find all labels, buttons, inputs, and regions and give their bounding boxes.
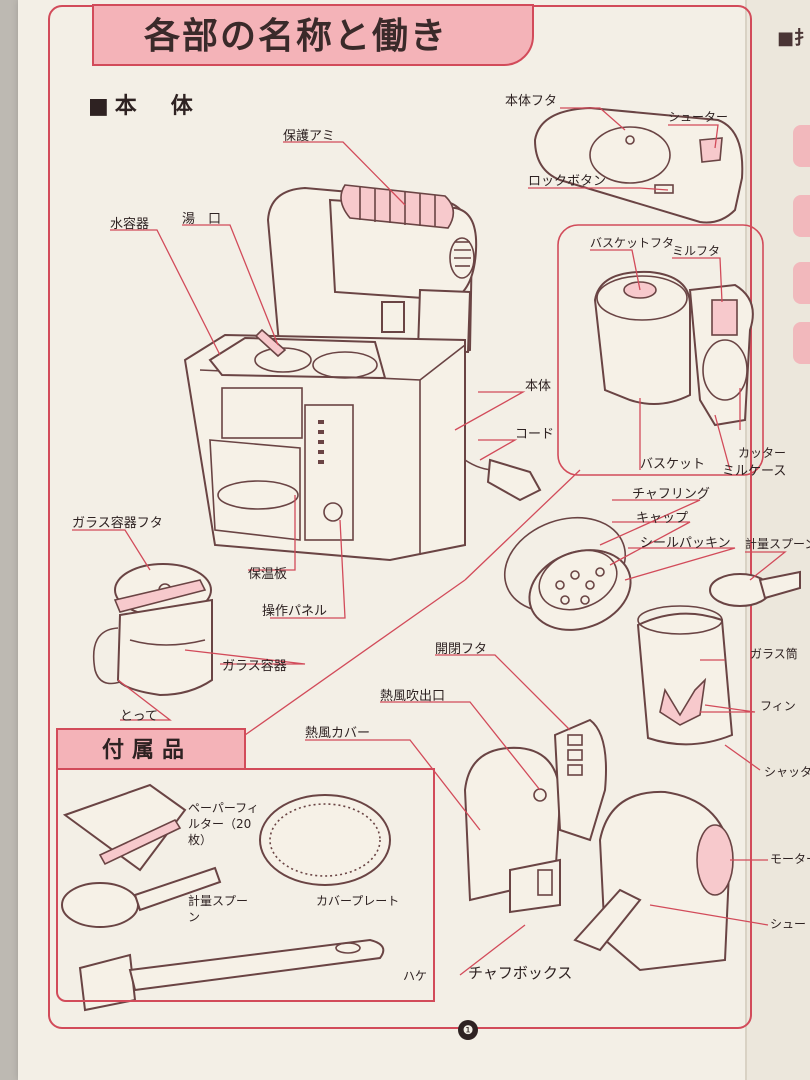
accessories-box — [56, 768, 435, 1002]
label-hot-water-outlet: 湯 口 — [182, 212, 222, 227]
label-lock-button: ロックボタン — [528, 174, 607, 189]
label-protective-net: 保護アミ — [283, 129, 335, 144]
coffee-maker-body-drawing — [183, 184, 542, 562]
label-body: 本体 — [525, 379, 552, 394]
label-chute: シューター — [668, 110, 729, 124]
label-water-tank: 水容器 — [110, 217, 150, 232]
leader-lines — [72, 107, 787, 976]
adjacent-tab — [793, 262, 810, 304]
label-measuring-spoon: 計量スプーン — [188, 894, 249, 924]
chaff-ring-drawing — [503, 516, 632, 631]
carafe-drawing — [93, 563, 213, 697]
glass-cylinder-drawing — [636, 605, 734, 746]
label-glass-cylinder: ガラス筒 — [750, 647, 798, 661]
label-cord: コード — [515, 427, 555, 442]
label-cutter: カッター — [738, 446, 787, 460]
label-shutter: シャッター — [764, 765, 810, 779]
section-main-body: ■本 体 — [88, 94, 199, 119]
label-mill-case: ミルケース — [722, 464, 787, 479]
spoon-right-drawing — [709, 570, 801, 607]
label-fin: フィン — [760, 699, 796, 713]
accessories-drawing — [61, 783, 391, 1012]
label-chaff-ring: チャフリング — [632, 487, 710, 502]
parts-box-outline — [557, 224, 764, 476]
label-seal-packing: シールパッキン — [640, 536, 731, 551]
label-paper-filter: ペーパーフィルター（20枚） — [188, 801, 259, 847]
label-glass-carafe: ガラス容器 — [222, 659, 287, 674]
adjacent-page-title: ■扌 — [777, 28, 810, 49]
label-chute-bottom: シュー — [770, 917, 807, 931]
page-number: ❶ — [458, 1020, 478, 1040]
label-measuring-spoon-right: 計量スプーン — [745, 537, 810, 551]
label-mill-lid: ミルフタ — [672, 244, 721, 258]
label-warming-plate: 保温板 — [248, 567, 288, 582]
label-brush: ハケ — [403, 969, 428, 983]
label-control-panel: 操作パネル — [262, 604, 328, 619]
label-hot-air-outlet: 熱風吹出口 — [380, 689, 446, 704]
label-open-lid: 開閉フタ — [435, 642, 488, 657]
label-cap: キャップ — [636, 511, 689, 526]
section-accessories: 付属品 — [56, 728, 246, 770]
roaster-unit-drawing — [463, 718, 734, 972]
page-title: 各部の名称と働き — [92, 4, 534, 66]
label-basket-lid: バスケットフタ — [590, 236, 675, 250]
label-cover-plate: カバープレート — [316, 894, 400, 908]
adjacent-page: ■扌 — [745, 0, 810, 1080]
main-cover-drawing — [533, 106, 744, 224]
adjacent-tab — [793, 125, 810, 167]
basket-mill-drawing — [593, 270, 754, 427]
label-glass-lid: ガラス容器フタ — [72, 516, 163, 531]
label-handle: とって — [120, 709, 158, 724]
label-hot-air-cover: 熱風カバー — [305, 726, 371, 741]
label-main-cover: 本体フタ — [505, 94, 558, 109]
adjacent-tab — [793, 322, 810, 364]
label-chaff-box: チャフボックス — [468, 964, 573, 982]
label-motor: モーター — [770, 852, 810, 866]
adjacent-tab — [793, 195, 810, 237]
label-basket: バスケット — [640, 457, 706, 472]
